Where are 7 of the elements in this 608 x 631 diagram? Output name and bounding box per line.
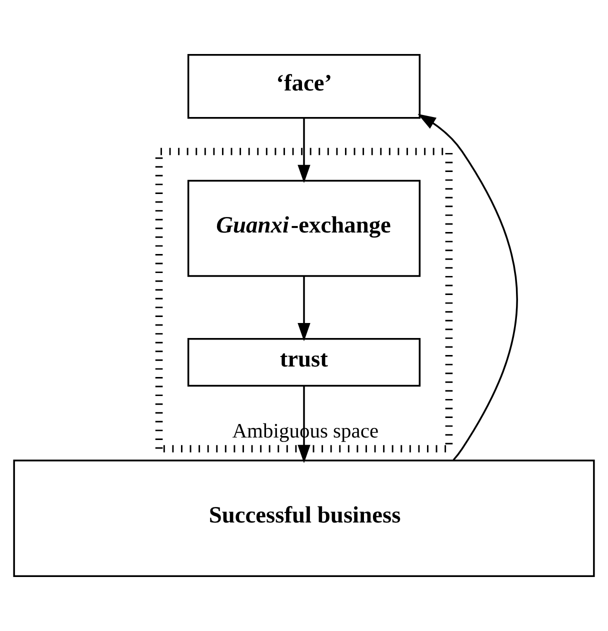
arrow [298, 118, 310, 184]
arrow [298, 276, 310, 342]
node-box: Successful business [13, 460, 595, 578]
arrow [298, 386, 310, 464]
node-box: ‘face’ [187, 54, 421, 119]
node-box: trust [187, 338, 421, 387]
node-box: Guanxi-exchange [187, 180, 421, 277]
